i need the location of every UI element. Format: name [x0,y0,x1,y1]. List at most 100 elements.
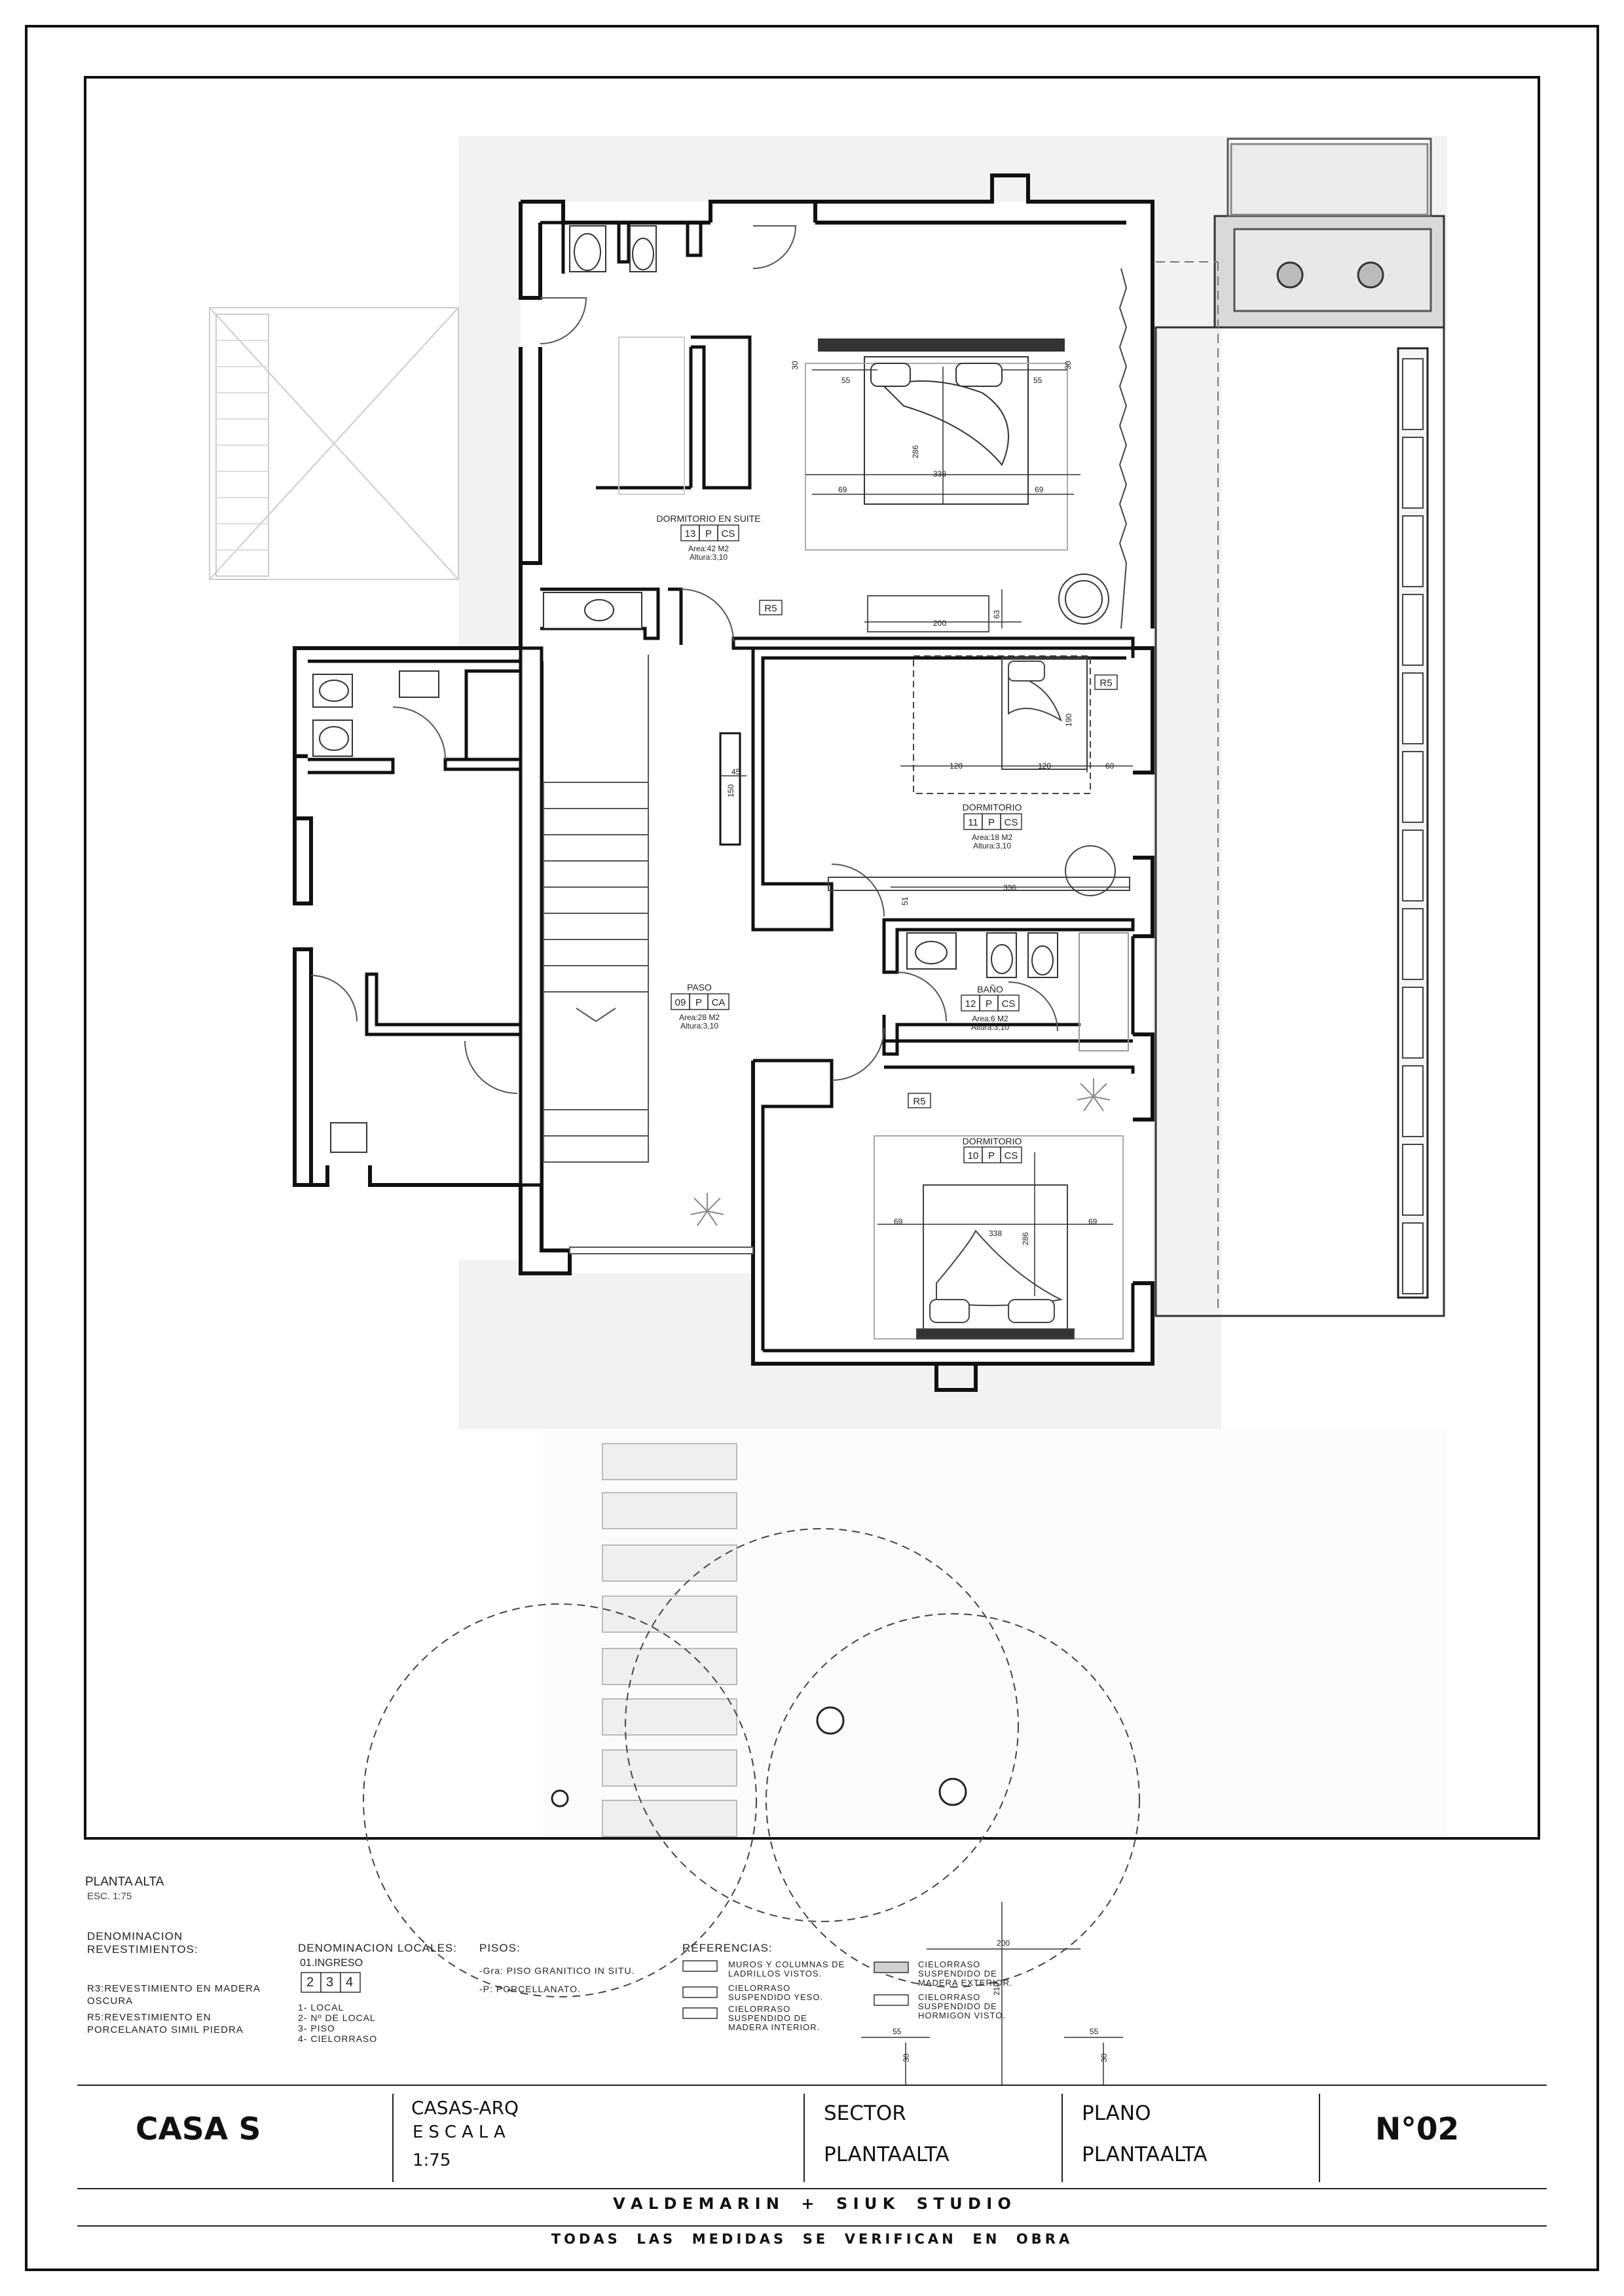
firm-name: CASAS-ARQ [411,2097,519,2119]
room-height: Altura:3,10 [690,553,728,562]
legend-revestimientos-items: R3:REVESTIMIENTO EN MADERA OSCURA R5:REV… [87,1982,261,2036]
room-label-paso: PASO 09 P CA Area:28 M2 Altura:3,10 [671,982,729,1030]
legend-referencia-item: CIELORRASO SUSPENDIDO DE HORMIGON VISTO. [918,1993,1006,2020]
locales-boxes [301,1972,361,1993]
dimension-text: 200 [933,619,946,628]
legend-item: MUROS Y COLUMNAS DE [728,1959,845,1969]
room-number: 13 [685,528,696,539]
room-label-dorm10: DORMITORIO 10 P CS [963,1136,1022,1163]
terrace [1154,137,1445,1317]
scale-value: 1:75 [413,2151,451,2170]
room-label-suite: DORMITORIO EN SUITE 13 P CS Area:42 M2 A… [656,513,760,562]
dimension-texts: 30 30 55 55 286 338 69 69 200 63 190 120… [726,361,1115,1245]
sheet-number: N°02 [1375,2111,1460,2147]
room-ceiling: CA [712,997,726,1008]
room-area: Area:42 M2 [688,544,729,553]
sheet-outer-frame [25,25,1599,2271]
legend-item: OSCURA [87,1995,134,2007]
dimension-text: 30 [902,2053,911,2062]
studio-name: V A L D E M A R I N + S I U K S T U D I … [613,2195,1011,2213]
left-wing-sanitary [312,670,439,1153]
scale-label: ESCALA [413,2123,511,2142]
garden-pavers [602,1443,737,1837]
plan-scale: ESC. 1:75 [87,1891,132,1902]
legend-locales-title: DENOMINACION LOCALES: [298,1942,457,1954]
revestimiento-tag: R5 [759,600,783,615]
legend-item: SUSPENDIDO DE [918,1969,997,1978]
plano-label: PLANO [1082,2102,1151,2125]
dimension-text: 55 [841,376,851,385]
room-floor: P [988,817,995,828]
locales-box-label: 2 [306,1975,314,1990]
exterior-walls [293,173,1154,1392]
plano-value: PLANTAALTA [1082,2143,1208,2166]
dimension-text: 200 [997,1939,1010,1948]
legend-locales-items: 1- LOCAL 2- Nº DE LOCAL 3- PISO 4- CIELO… [298,2002,377,2044]
fixture-circle-right [1357,261,1384,289]
dimension-text: 336 [1003,883,1016,892]
fixture-circle-left [1276,261,1304,289]
room-number: 11 [968,817,978,828]
room-area: Area:18 M2 [972,833,1012,842]
legend-item: CIELORRASO [728,1983,791,1993]
legend-dimension-sketch [861,1902,1123,2085]
dimension-text: 55 [1090,2027,1099,2036]
dimension-text: 190 [1064,714,1073,727]
dimension-text: 150 [726,784,735,797]
planter-divisions [1402,358,1424,1294]
suite-glazing [1118,268,1128,629]
room-floor: P [695,997,702,1008]
room-height: Altura:3,10 [971,1023,1009,1032]
bano-sanitary [906,932,1129,1051]
room-number: 09 [675,997,686,1008]
room-name: BAÑO [977,984,1003,994]
legend-item: CIELORRASO [918,1992,981,2002]
legend-item: 4- CIELORRASO [298,2033,378,2044]
legend-referencia-item: CIELORRASO SUSPENDIDO YESO. [728,1984,823,2002]
legend-swatches [682,1960,909,2019]
plan-title: PLANTA ALTA [85,1875,164,1889]
verification-note: TODAS LAS MEDIDAS SE VERIFICAN EN OBRA [551,2231,1073,2247]
dimension-text: 30 [1063,361,1073,370]
drawing-frame [84,76,1540,1840]
door-swings [310,225,1058,1094]
sector-label: SECTOR [824,2102,906,2125]
room-number: 10 [968,1150,979,1161]
room-floor: P [705,528,712,539]
legend-item: -Gra: PISO GRANITICO IN SITU. [479,1965,635,1976]
room-area: Area:28 M2 [679,1013,720,1022]
legend-item: 1- LOCAL [298,2002,344,2013]
dimension-lines [720,367,1133,1296]
room-floor: P [986,998,992,1010]
svg-text:R5: R5 [913,1096,925,1107]
room-name: DORMITORIO EN SUITE [656,513,760,524]
suite-sanitary [543,225,657,629]
locales-box-label: 4 [346,1975,354,1990]
room-ceiling: CS [722,528,735,539]
legend-item: LADRILLOS VISTOS. [728,1969,822,1978]
room-ceiling: CS [1005,817,1018,828]
legend-item: MADERA EXTERIOR. [918,1978,1013,1988]
legend-referencia-item: CIELORRASO SUSPENDIDO DE MADERA EXTERIOR… [918,1960,1013,1988]
legend-item: 3- PISO [298,2023,335,2033]
plant-icons [690,1078,1111,1226]
dimension-text: 120 [950,761,963,771]
passage-wall-left [519,646,544,1187]
legend-pisos-items: -Gra: PISO GRANITICO IN SITU. -P: PORCEL… [479,1961,635,1998]
dimension-text: 338 [933,469,946,479]
revestimiento-tag: R5 [1094,674,1118,690]
dimension-text: 69 [1035,485,1044,494]
room-name: DORMITORIO [963,802,1022,812]
dimension-text: 286 [911,445,920,458]
dimension-text: 45 [731,767,741,776]
suite-furniture [618,337,1109,632]
legend-item: SUSPENDIDO DE [918,2001,997,2011]
dorm11-furniture [828,655,1130,896]
dorm10-furniture [874,1135,1124,1339]
dimension-text: 30 [1099,2053,1109,2062]
legend-pisos-title: PISOS: [479,1942,521,1954]
closet-column [719,732,741,846]
legend-item: HORMIGON VISTO. [918,2011,1006,2020]
legend-title-line: DENOMINACION [87,1930,183,1942]
